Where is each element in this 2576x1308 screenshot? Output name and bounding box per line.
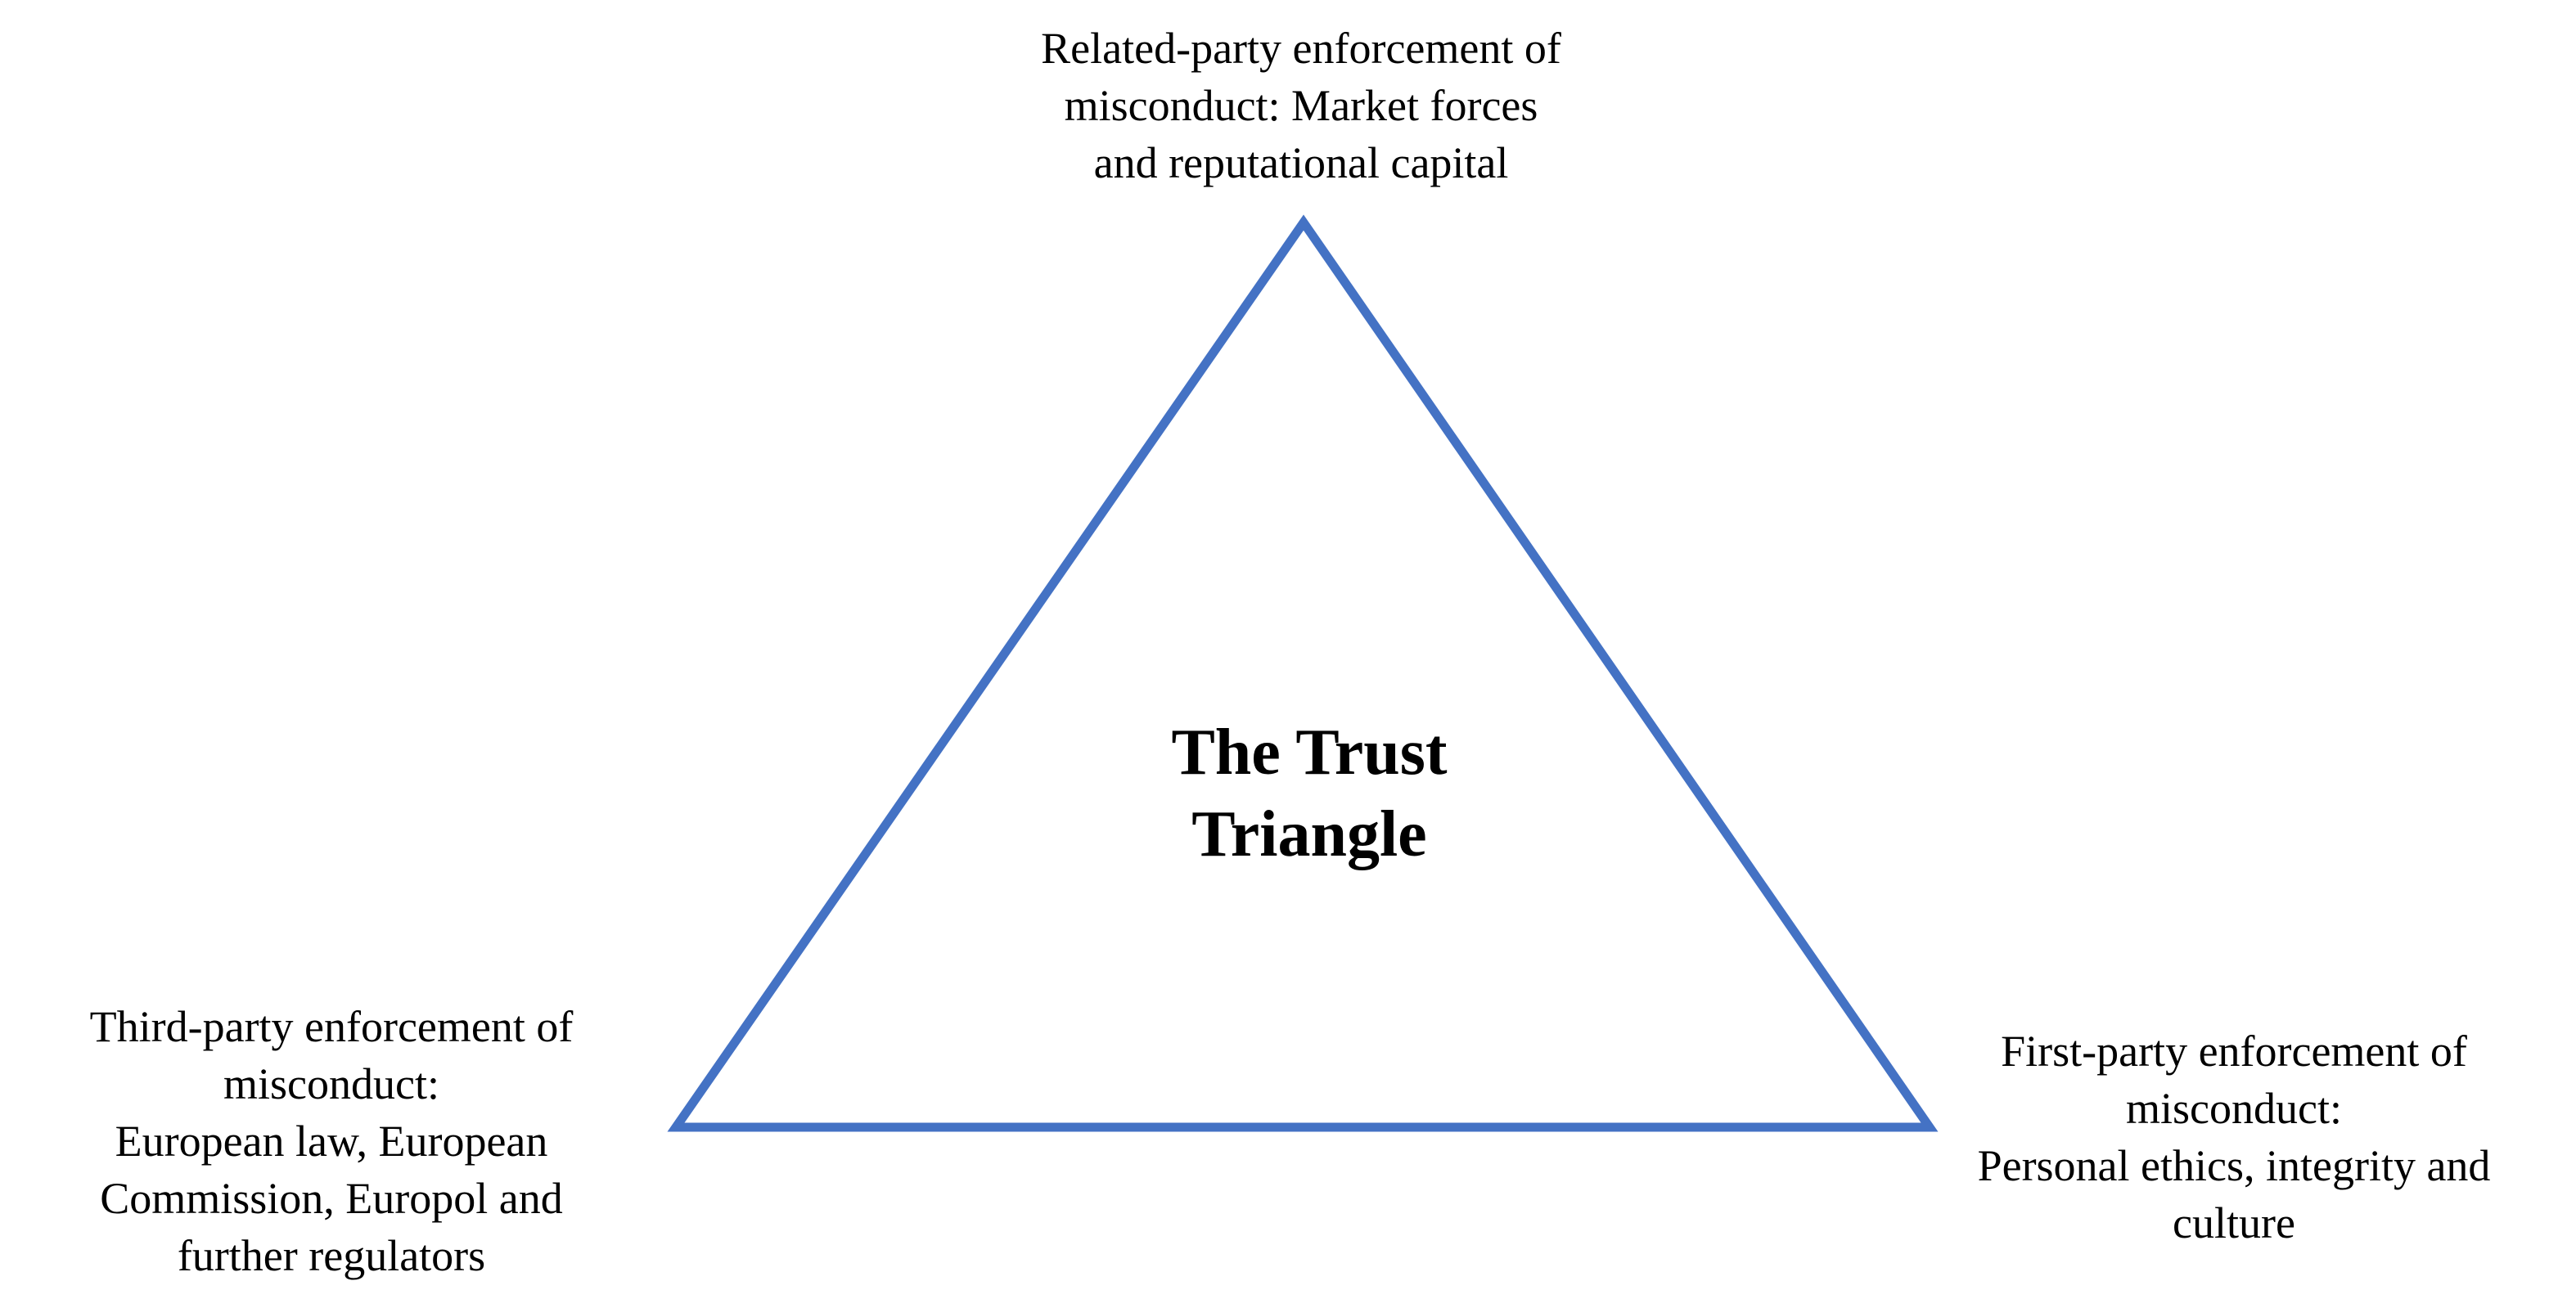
bottom-left-vertex-label: Third-party enforcement of misconduct: E… xyxy=(8,998,655,1284)
left-label-line: further regulators xyxy=(177,1231,486,1280)
diagram-title: The Trust Triangle xyxy=(1056,712,1563,875)
top-vertex-label: Related-party enforcement of misconduct:… xyxy=(892,20,1710,191)
left-label-line: Commission, Europol and xyxy=(100,1174,563,1223)
left-label-line: Third-party enforcement of xyxy=(89,1002,574,1051)
right-label-line: Personal ethics, integrity and xyxy=(1977,1141,2491,1190)
top-label-line: and reputational capital xyxy=(1093,138,1509,187)
triangle-outline xyxy=(667,214,1939,1132)
title-line: The Trust xyxy=(1171,717,1448,789)
top-label-line: misconduct: Market forces xyxy=(1064,81,1538,130)
right-label-line: misconduct: xyxy=(2126,1084,2342,1133)
right-label-line: culture xyxy=(2173,1198,2295,1247)
top-label-line: Related-party enforcement of xyxy=(1041,24,1561,73)
bottom-right-vertex-label: First-party enforcement of misconduct: P… xyxy=(1882,1023,2576,1252)
title-line: Triangle xyxy=(1191,798,1427,870)
right-label-line: First-party enforcement of xyxy=(2001,1027,2467,1076)
left-label-line: European law, European xyxy=(115,1117,548,1166)
left-label-line: misconduct: xyxy=(223,1059,439,1108)
